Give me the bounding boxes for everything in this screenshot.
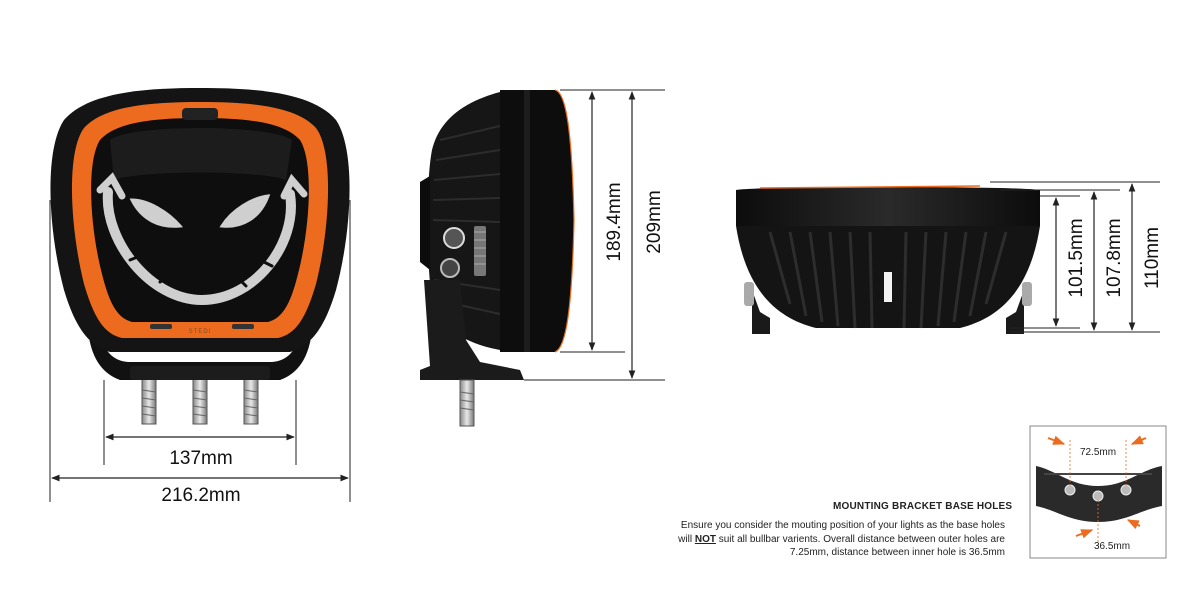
mounting-bracket-inset: 72.5mm 36.5mm [1029,425,1167,559]
inset-dim-top: 72.5mm [1080,447,1116,458]
mounting-note-body: Ensure you consider the mouting position… [665,519,1005,560]
top-dim-101: 101.5mm [1066,218,1087,297]
inset-hole-left [1064,484,1076,496]
side-bolt [459,379,475,427]
front-view-light: STEDI [50,88,350,425]
front-dimensions: 137mm 216.2mm [49,200,351,506]
front-brand-mark: STEDI [189,329,212,335]
front-mounting-bolts [141,377,259,425]
inset-dim-bottom: 36.5mm [1094,541,1130,552]
front-dim-216: 216.2mm [161,485,240,506]
side-adjust-knob-bottom [440,258,460,278]
side-view-light [420,89,575,427]
mounting-note-text-1: Ensure you consider the mouting position… [678,520,1005,545]
mounting-note-emphasis: NOT [694,533,716,545]
inset-hole-center [1092,490,1104,502]
top-dimensions: 101.5mm 107.8mm 110mm [990,181,1163,333]
mounting-note-text-2: suit all bullbar varients. Overall dista… [715,533,1005,559]
side-dimensions: 189.4mm 209mm [524,89,665,381]
top-dim-110: 110mm [1142,227,1163,289]
top-view-light [736,185,1040,334]
grin-face-graphic [96,172,308,306]
inset-hole-right [1120,484,1132,496]
side-dim-189: 189.4mm [604,182,625,261]
side-dim-209: 209mm [644,190,665,253]
side-bezel [500,90,574,352]
mounting-note-title: MOUNTING BRACKET BASE HOLES [833,501,1013,512]
front-dim-137: 137mm [169,448,232,469]
side-bracket [420,280,524,380]
side-adjust-knob-top [443,227,465,249]
top-bezel [736,187,1040,226]
top-dim-107: 107.8mm [1104,218,1125,297]
